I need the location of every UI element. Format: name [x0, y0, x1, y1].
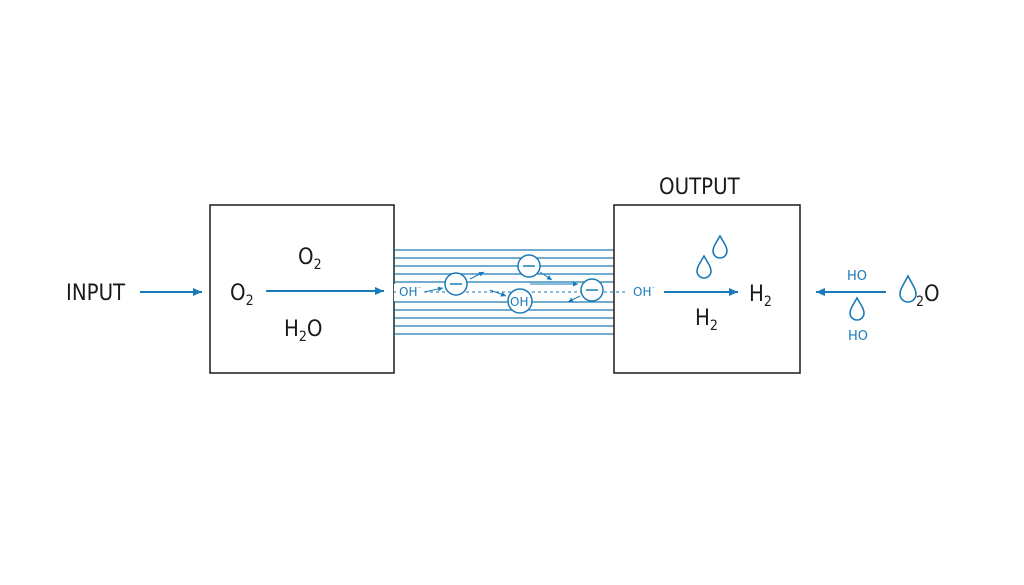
water-drop-icon: [712, 234, 728, 259]
oh-ion-icon: OH⁻: [507, 288, 533, 314]
output-label: OUTPUT: [659, 175, 741, 200]
ho-top-label: HO: [847, 269, 867, 284]
right-h2-bot: H2: [695, 306, 718, 334]
far-right-o: 2O: [916, 282, 940, 310]
oh-mid-label: OH⁻: [510, 295, 532, 309]
ho-bot-label: HO: [848, 329, 868, 344]
water-drop-icon: [696, 254, 712, 279]
membrane-lines: [394, 249, 614, 335]
electron-icon: [517, 254, 541, 278]
oh-right-label: OH⁻: [633, 285, 655, 299]
input-label: INPUT: [66, 281, 126, 306]
water-drop-icon: [849, 296, 865, 321]
right-chamber: [613, 204, 801, 374]
left-o2-top: O2: [298, 245, 322, 273]
oh-left-label: OH⁻: [399, 285, 421, 299]
left-h2o: H2O: [284, 317, 322, 345]
small-arrows: [423, 271, 581, 303]
left-o2: O2: [230, 281, 254, 309]
electron-icon: [444, 272, 468, 296]
electron-icon: [580, 278, 604, 302]
right-h2-mid: H2: [749, 282, 772, 310]
water-drop-icon: [899, 274, 917, 303]
